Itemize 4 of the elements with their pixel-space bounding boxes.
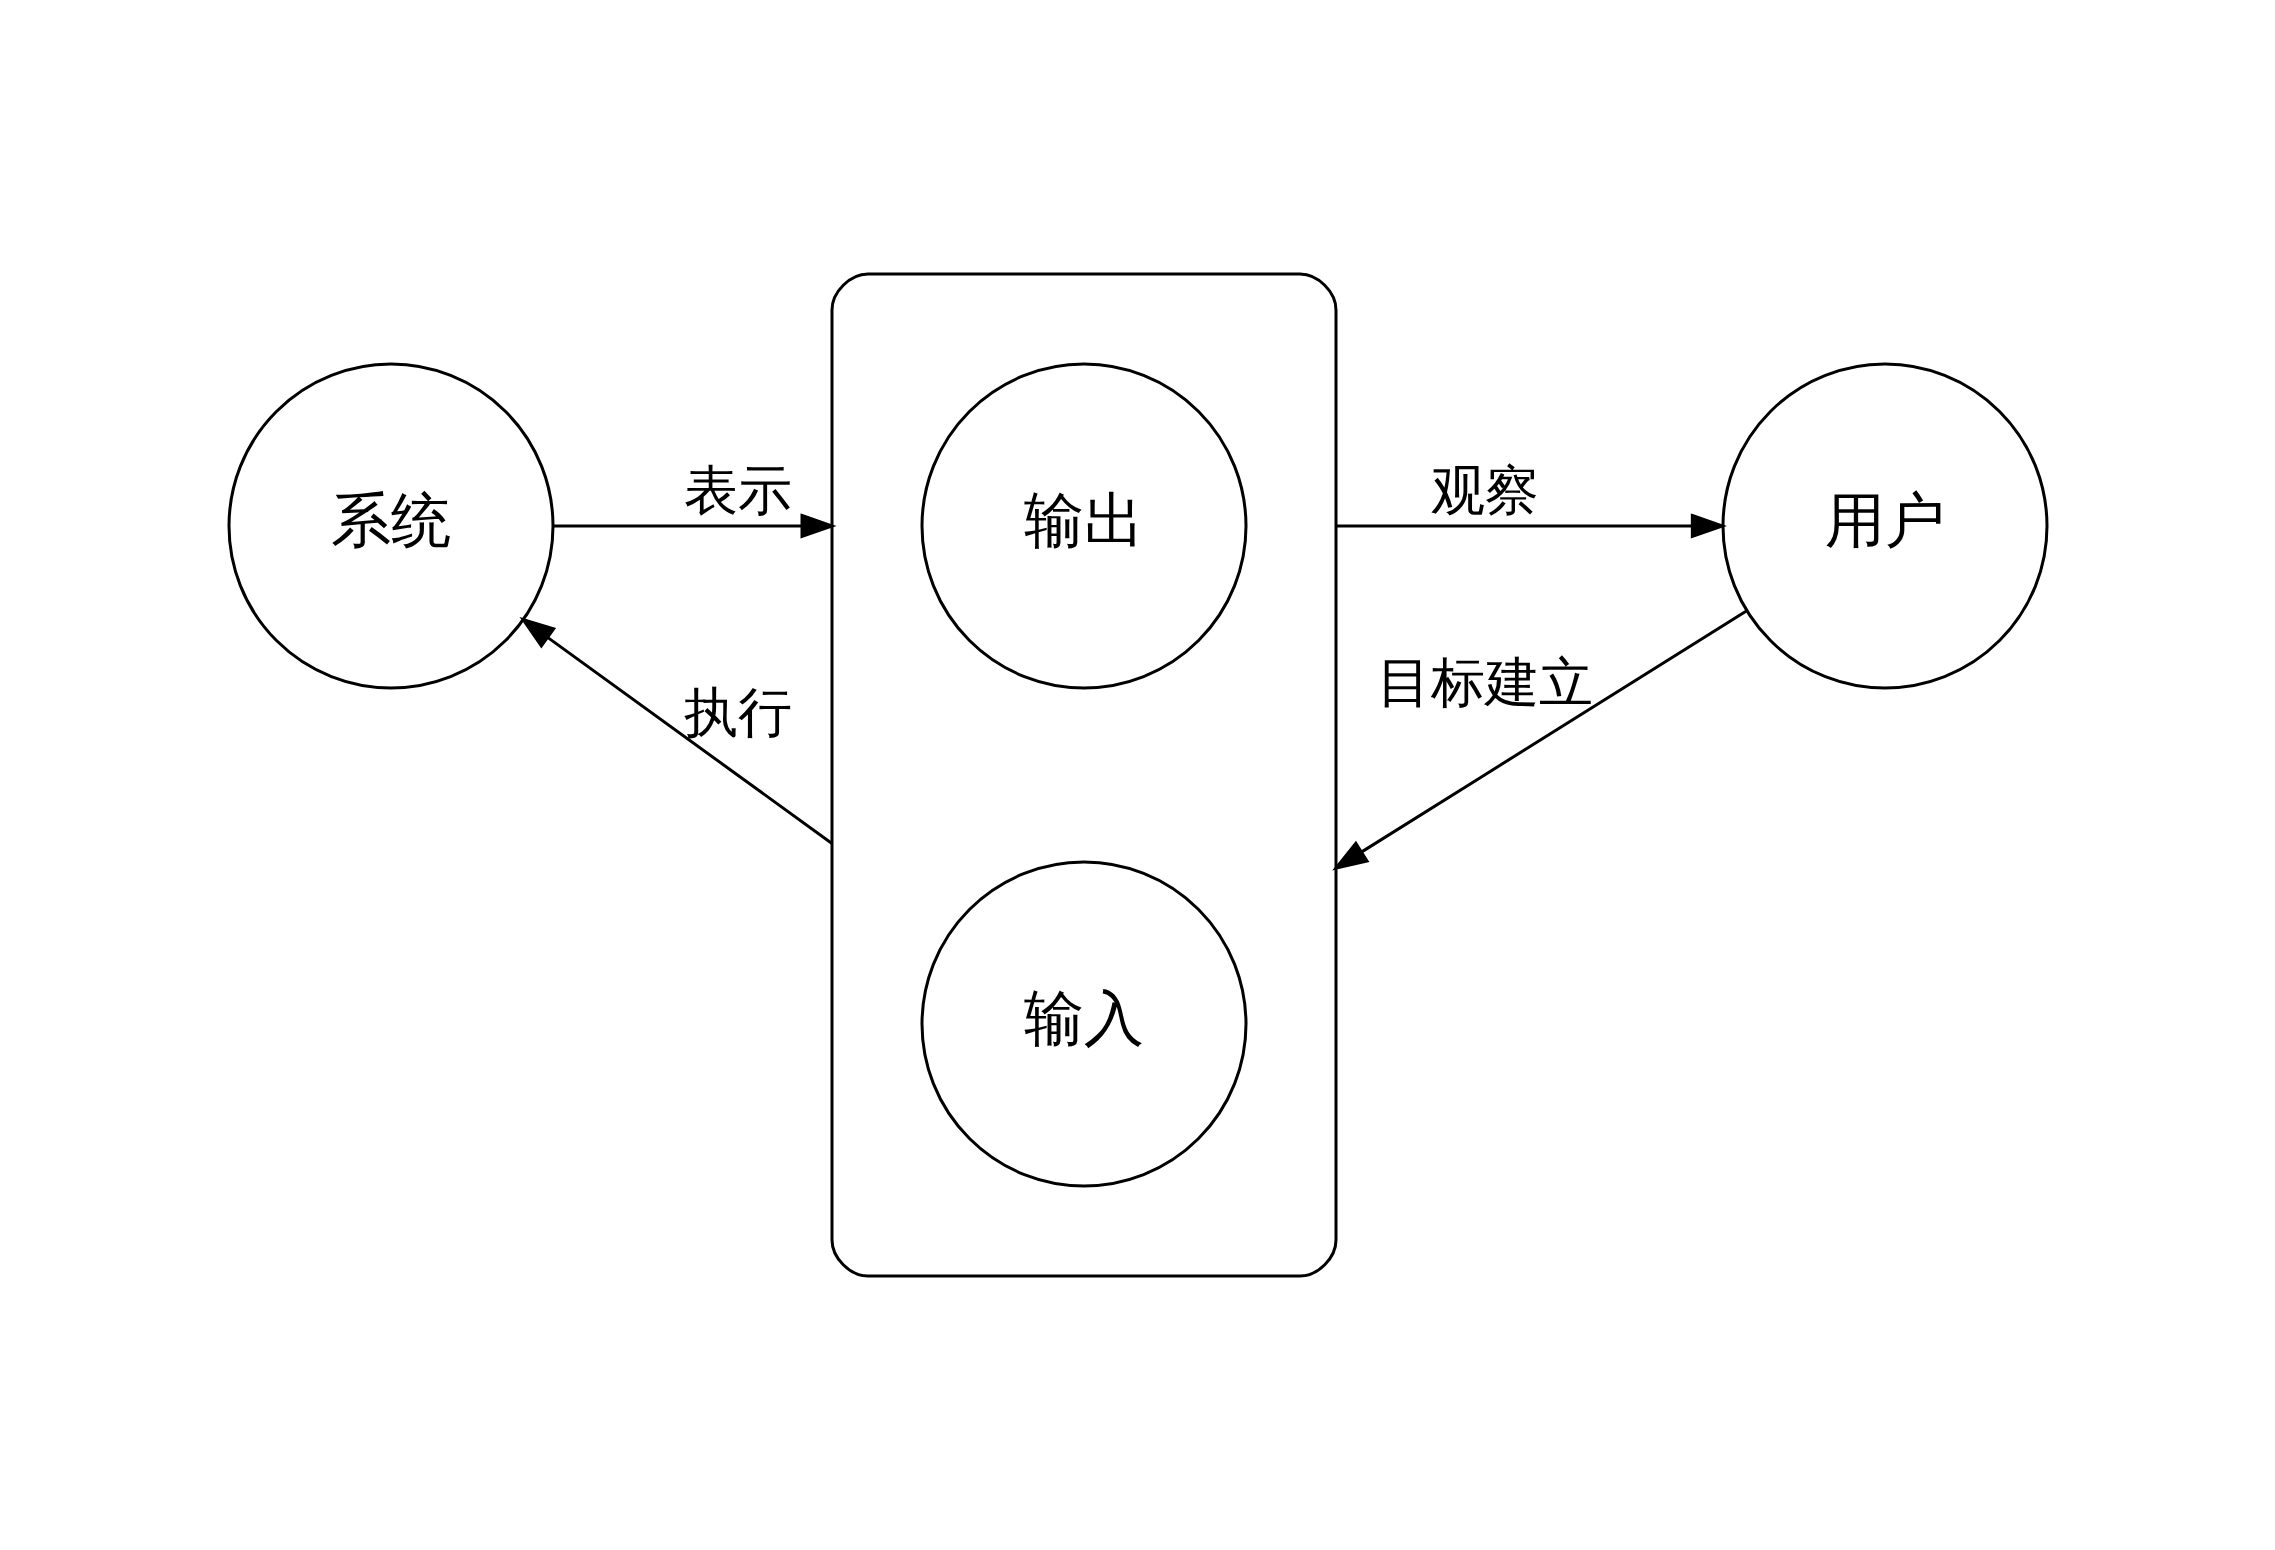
edge-label: 观察 xyxy=(1430,459,1538,523)
edge-label: 表示 xyxy=(683,459,791,523)
edge-label: 执行 xyxy=(683,681,791,745)
edge-label: 目标建立 xyxy=(1376,651,1592,715)
